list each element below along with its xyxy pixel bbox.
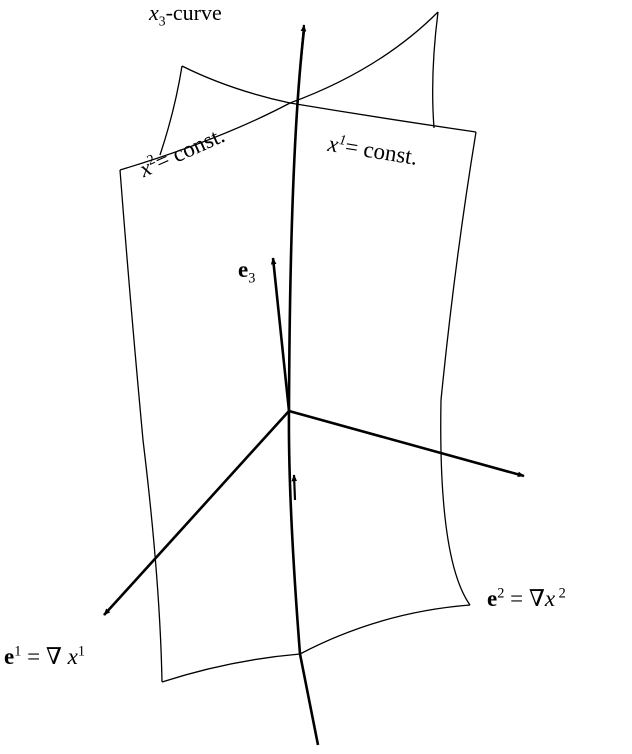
surface-x1-const [119, 102, 477, 683]
vector-e2-label: e2 = ∇x 2 [487, 585, 566, 611]
vector-e2 [288, 409, 525, 478]
base-vectors [103, 257, 525, 616]
x3-curve-label: x3-curve [149, 0, 222, 29]
vector-e3 [270, 257, 291, 412]
surface-x2-const [159, 11, 439, 156]
x3-curve [287, 24, 320, 746]
vector-e3-label: e3 [238, 257, 256, 287]
vector-e1-label: e1 = ∇ x1 [4, 643, 85, 669]
vector-e1 [103, 410, 290, 616]
